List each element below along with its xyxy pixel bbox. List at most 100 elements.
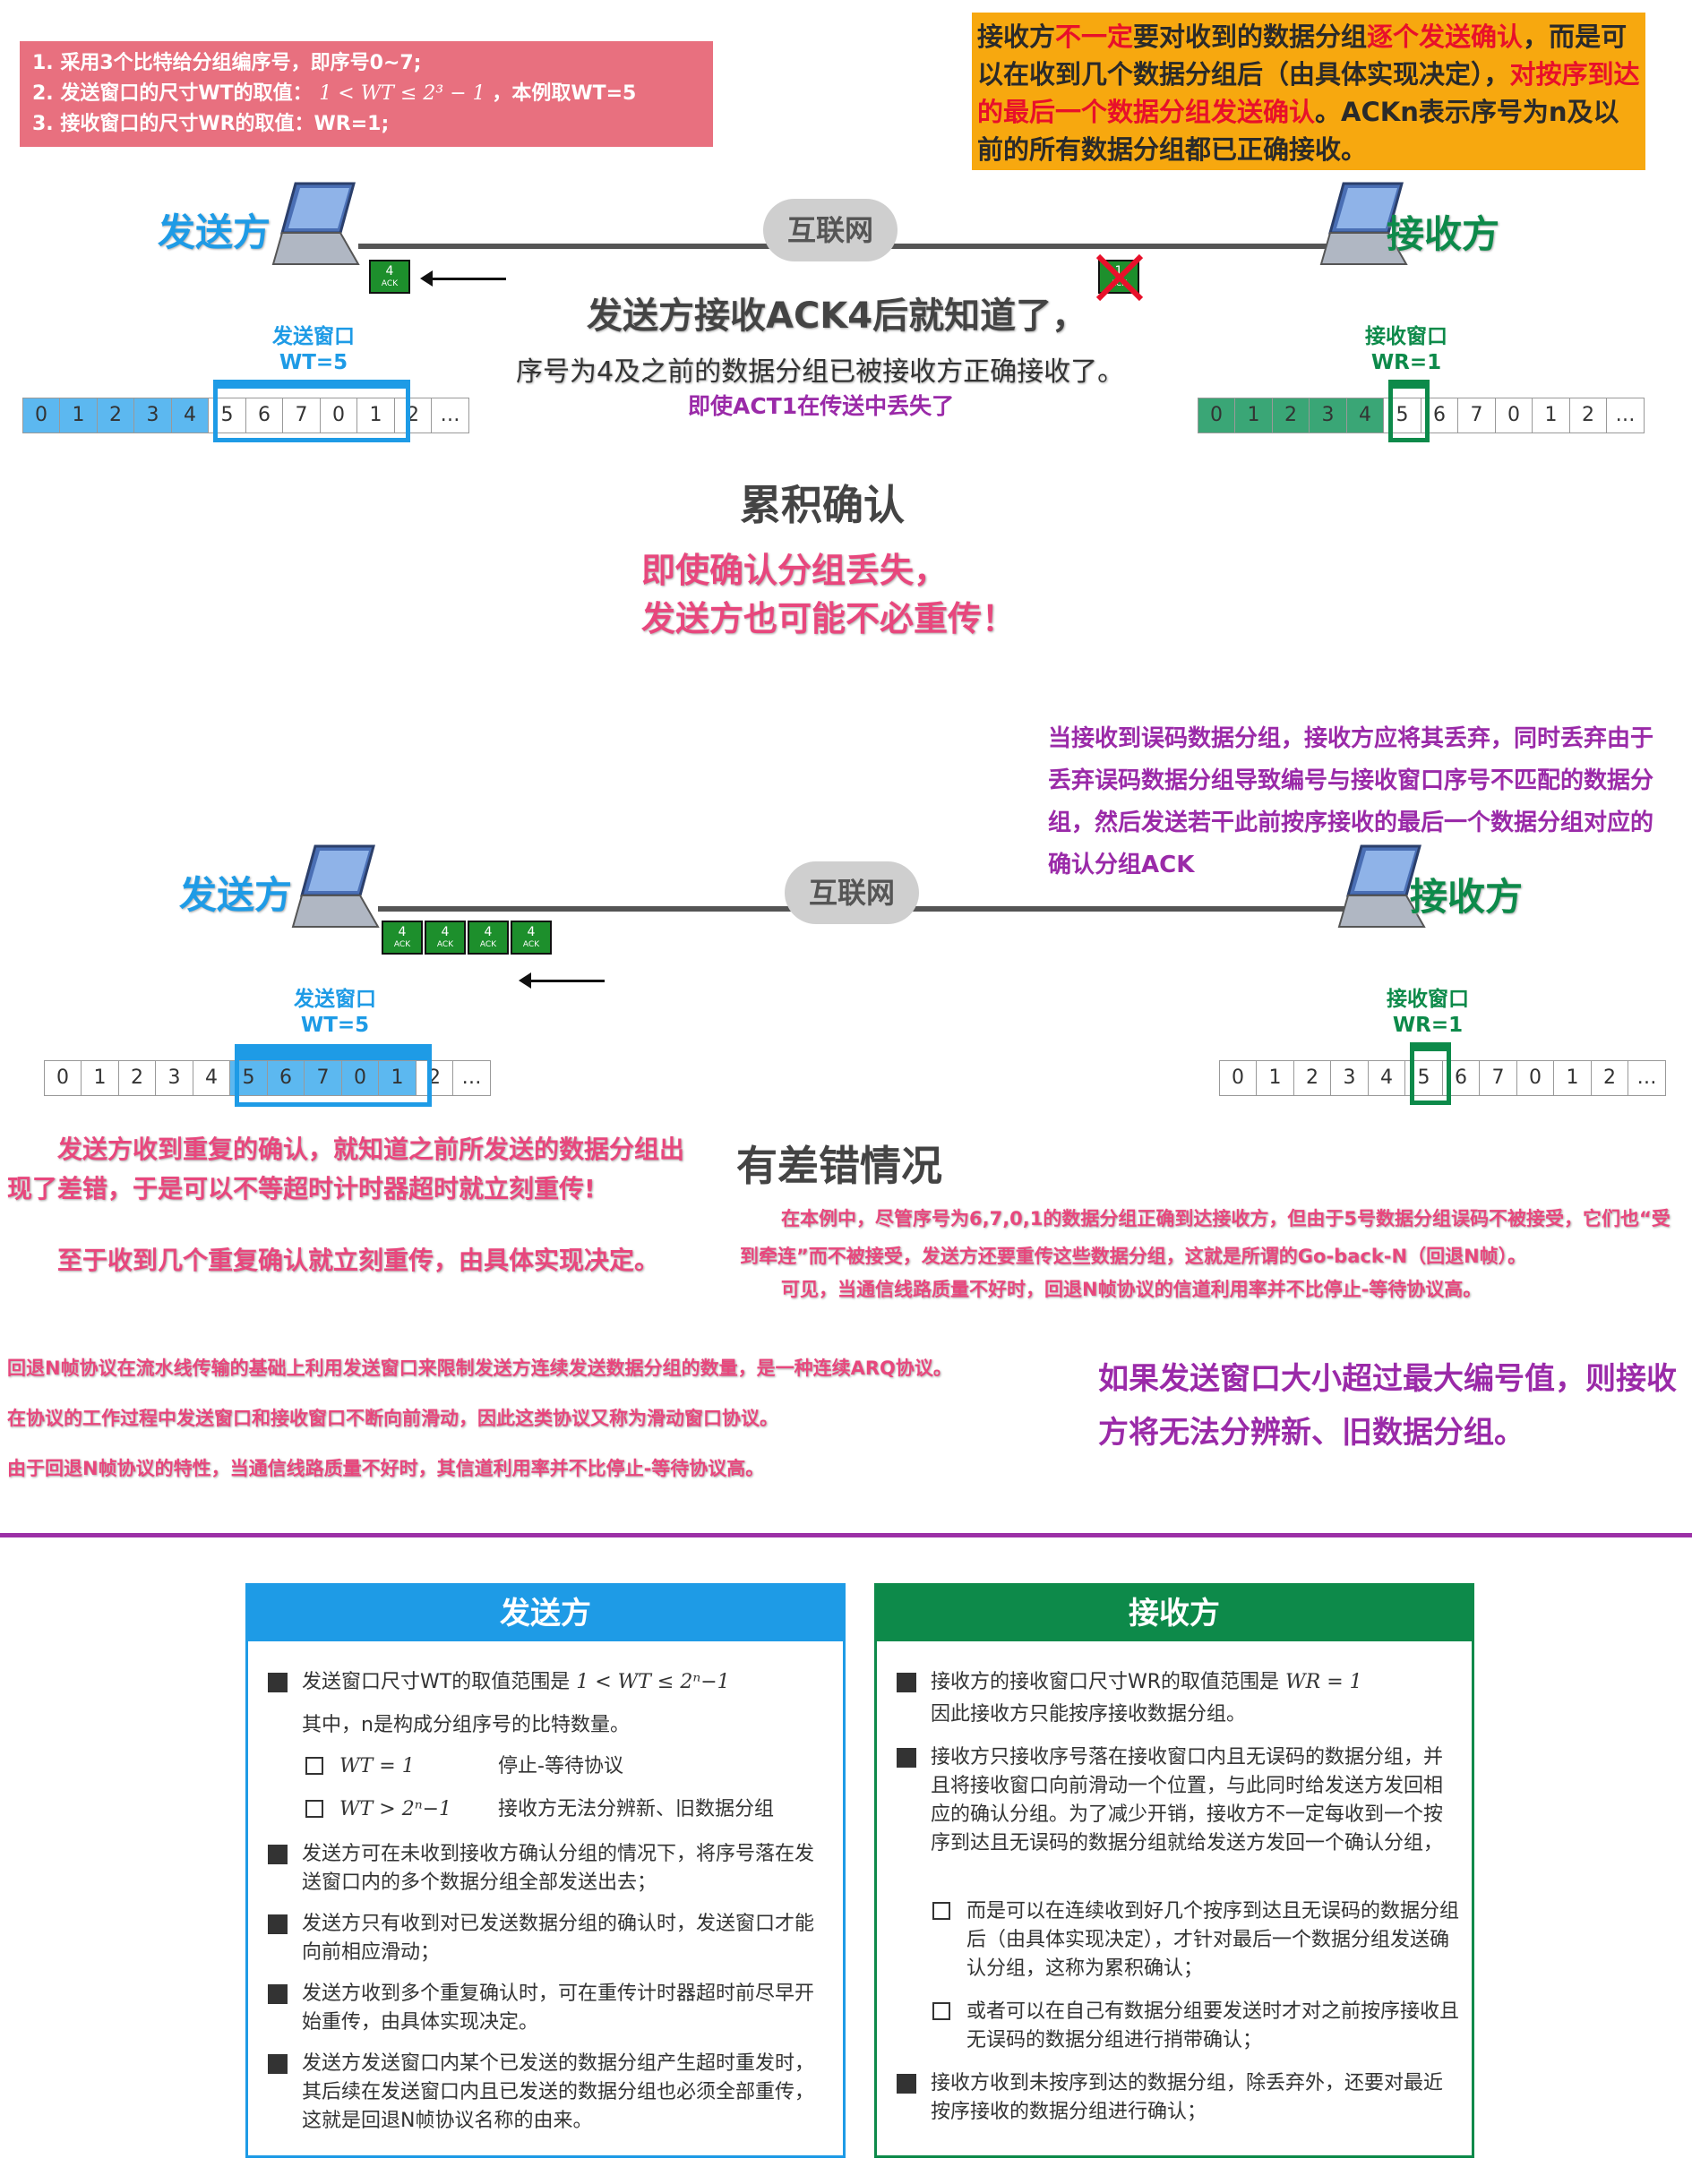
- seq-cell: 3: [155, 1060, 193, 1096]
- sender-window-label: 发送窗口: [272, 325, 355, 348]
- error-note-left-2: 至于收到几个重复确认就立刻重传，由具体实现决定。: [57, 1246, 660, 1275]
- rule-text: 接收方收到未按序到达的数据分组，除丢弃外，还要对最近按序接收的数据分组进行确认；: [931, 2072, 1444, 2123]
- seq-cell: 2: [96, 398, 135, 433]
- seq-cell: 3: [133, 398, 172, 433]
- info-line-1: 1. 采用3个比特给分组编序号，即序号0~7;: [32, 52, 422, 74]
- bullet-square-icon: [897, 1673, 916, 1692]
- sender-rule-2: 发送方可在未收到接收方确认分组的情况下，将序号落在发送窗口内的多个数据分组全部发…: [268, 1840, 821, 1897]
- direction-arrow-icon: [519, 972, 605, 989]
- seq-cell: 3: [1330, 1060, 1369, 1096]
- receiver-rule-1-note: 因此接收方只能按序接收数据分组。: [931, 1703, 1247, 1726]
- seq-cell: …: [452, 1060, 491, 1096]
- case-text: 停止-等待协议: [498, 1755, 623, 1777]
- receiver-window-frame: [1410, 1051, 1451, 1105]
- receiver-window-size: WR=1: [1392, 1014, 1464, 1037]
- laptop-icon: [269, 179, 367, 269]
- error-note-left: 发送方收到重复的确认，就知道之前所发送的数据分组出现了差错，于是可以不等超时计时…: [7, 1135, 685, 1203]
- bullet-square-icon: [897, 2074, 916, 2094]
- info-line-2-tail: ，本例取WT=5: [492, 82, 637, 105]
- ack-note-text: 要对收到的数据分组: [1133, 21, 1368, 52]
- receiver-rule-3: 接收方收到未按序到达的数据分组，除丢弃外，还要对最近按序接收的数据分组进行确认；: [897, 2069, 1450, 2127]
- cumulative-ack-heading: 累积确认: [740, 481, 905, 529]
- receiver-rule-1: 接收方的接收窗口尺寸WR的取值范围是 WR = 1: [897, 1668, 1459, 1697]
- seq-cell: 4: [1367, 1060, 1406, 1096]
- receiver-window-bar: [1410, 1042, 1451, 1051]
- case-formula: WT > 2ⁿ−1: [339, 1798, 452, 1820]
- caption-act1-lost: 即使ACT1在传送中丢失了: [688, 393, 955, 419]
- caption-ack4: 发送方接收ACK4后就知道了，: [587, 295, 1088, 337]
- ack-word: ACK: [436, 940, 454, 949]
- checkbox-icon: [932, 1902, 950, 1920]
- laptop-icon: [1317, 179, 1415, 269]
- cumulative-note-2: 发送方也可能不必重传！: [641, 599, 1017, 638]
- receiver-case-1: 而是可以在连续收到好几个按序到达且无误码的数据分组后（由具体实现决定），才针对最…: [932, 1897, 1460, 1983]
- rule-text: 发送方收到多个重复确认时，可在重传计时器超时前尽早开始重传，由具体实现决定。: [302, 1983, 815, 2034]
- seq-cell: 1: [356, 398, 395, 433]
- rule-text: 发送方可在未收到接收方确认分组的情况下，将序号落在发送窗口内的多个数据分组全部发…: [302, 1843, 815, 1894]
- seq-cell: 7: [1479, 1060, 1517, 1096]
- ack-note-highlight: 逐个发送确认: [1367, 21, 1524, 52]
- section-divider: [0, 1533, 1692, 1537]
- internet-cloud-icon: 互联网: [785, 861, 919, 924]
- summary-line-1: 回退N帧协议在流水线传输的基础上利用发送窗口来限制发送方连续发送数据分组的数量，…: [7, 1358, 952, 1379]
- ack-word: ACK: [479, 940, 497, 949]
- checkbox-icon: [305, 1757, 323, 1775]
- rule-text: 发送方只有收到对已发送数据分组的确认时，发送窗口才能向前相应滑动；: [302, 1913, 815, 1964]
- sender-label: 发送方: [158, 210, 271, 254]
- seq-cell: …: [1606, 398, 1645, 433]
- bullet-square-icon: [897, 1748, 916, 1768]
- sender-rule-1-note: 其中，n是构成分组序号的比特数量。: [302, 1714, 630, 1736]
- seq-cell: 1: [59, 398, 98, 433]
- seq-cell: 7: [1457, 398, 1496, 433]
- receiver-window-bar: [1388, 380, 1430, 389]
- sender-rule-5: 发送方发送窗口内某个已发送的数据分组产生超时重发时，其后续在发送窗口内且已发送的…: [268, 2050, 821, 2136]
- receiver-window-frame: [1388, 389, 1430, 442]
- seq-cell: 4: [192, 1060, 231, 1096]
- seq-cell: 7: [304, 1060, 342, 1096]
- seq-cell: 0: [1218, 1060, 1258, 1096]
- caption-received: 序号为4及之前的数据分组已被接收方正确接收了。: [516, 356, 1125, 388]
- cumulative-note-1: 即使确认分组丢失，: [641, 551, 949, 590]
- sender-window-label: 发送窗口: [294, 988, 376, 1011]
- info-line-2-text: 2. 发送窗口的尺寸WT的取值：: [32, 82, 313, 105]
- seq-cell: 0: [1516, 1060, 1555, 1096]
- checkbox-icon: [932, 2002, 950, 2020]
- seq-cell: 2: [117, 1060, 157, 1096]
- ack-note-text: 接收方: [977, 21, 1056, 52]
- info-box-sequence: 1. 采用3个比特给分组编序号，即序号0~7; 2. 发送窗口的尺寸WT的取值：…: [20, 41, 713, 147]
- error-case-heading: 有差错情况: [736, 1142, 942, 1190]
- ack-note-highlight: 对按序到达的最后一个数据分组发送确认: [977, 59, 1640, 127]
- sender-rules-panel: 发送方 发送窗口尺寸WT的取值范围是 1 < WT ≤ 2ⁿ−1 其中，n是构成…: [245, 1583, 846, 2158]
- receiver-label: 接收方: [1387, 212, 1500, 256]
- seq-cell: 0: [43, 1060, 82, 1096]
- ack-note-text: ，而是可以在收到几个数据分组后（由具体实现决定），: [977, 21, 1628, 90]
- rule-text: 接收方的接收窗口尺寸WR的取值范围是: [931, 1671, 1280, 1693]
- internet-cloud-icon: 互联网: [763, 199, 898, 261]
- seq-cell: 0: [1197, 398, 1236, 433]
- receiver-case-2: 或者可以在自己有数据分组要发送时才对之前按序接收且无误码的数据分组进行捎带确认；: [932, 1998, 1460, 2055]
- info-box-ack: 接收方不一定要对收到的数据分组逐个发送确认，而是可以在收到几个数据分组后（由具体…: [972, 13, 1645, 170]
- receiver-window-label: 接收窗口: [1387, 988, 1469, 1011]
- seq-cell: 0: [340, 1060, 380, 1096]
- rule-text: 发送方发送窗口内某个已发送的数据分组产生超时重发时，其后续在发送窗口内且已发送的…: [302, 2052, 815, 2132]
- sender-case-2: WT > 2ⁿ−1 接收方无法分辨新、旧数据分组: [305, 1795, 841, 1824]
- rule-formula: 1 < WT ≤ 2ⁿ−1: [576, 1671, 730, 1693]
- case-text: 或者可以在自己有数据分组要发送时才对之前按序接收且无误码的数据分组进行捎带确认；: [966, 2000, 1460, 2051]
- bullet-square-icon: [268, 1914, 288, 1934]
- seq-cell: 6: [245, 398, 284, 433]
- ack-number: 4: [441, 925, 450, 939]
- sender-rule-4: 发送方收到多个重复确认时，可在重传计时器超时前尽早开始重传，由具体实现决定。: [268, 1980, 821, 2037]
- rule-text: 接收方只接收序号落在接收窗口内且无误码的数据分组，并且将接收窗口向前滑动一个位置…: [931, 1746, 1444, 1854]
- seq-cell: 1: [1532, 398, 1570, 433]
- case-text: 而是可以在连续收到好几个按序到达且无误码的数据分组后（由具体实现决定），才针对最…: [966, 1900, 1460, 1980]
- receiver-window-size: WR=1: [1370, 351, 1442, 374]
- ack-word: ACK: [381, 279, 399, 288]
- sender-label: 发送方: [179, 873, 293, 917]
- sender-window-size: WT=5: [300, 1014, 370, 1037]
- cross-icon: [1095, 253, 1144, 302]
- ack-number: 4: [527, 925, 536, 939]
